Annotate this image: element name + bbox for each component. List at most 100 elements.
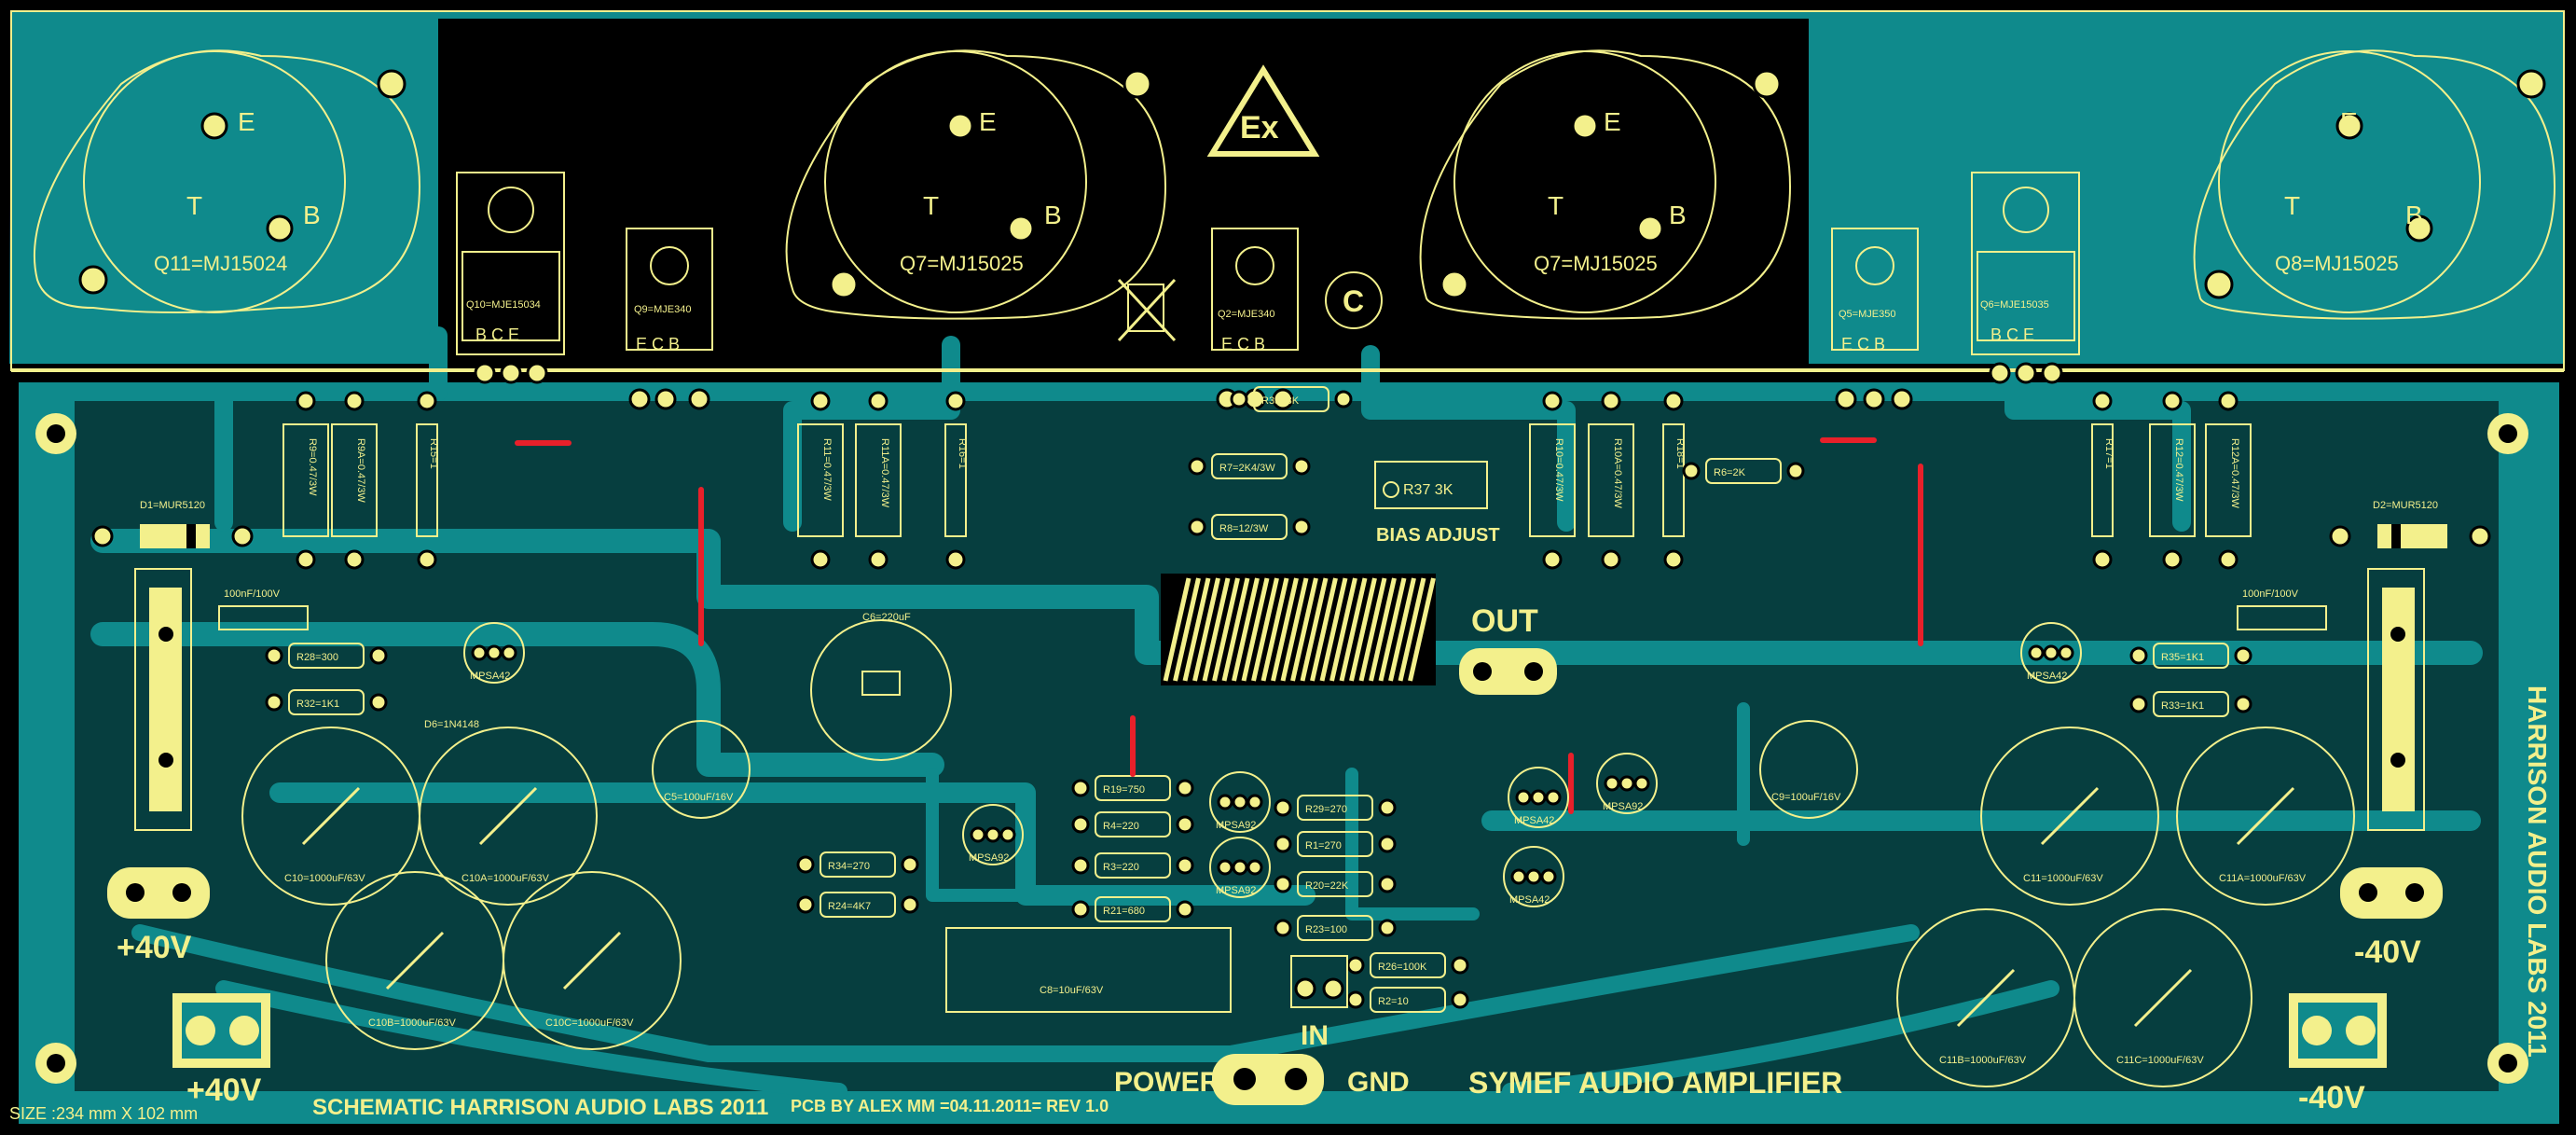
to220-q9-label: Q9=MJE340: [634, 304, 691, 315]
resistor-label: R34=270: [828, 861, 870, 872]
power-label: POWER: [1114, 1067, 1220, 1098]
to220-q5: Q5=MJE350 E C B: [1831, 228, 1919, 353]
pcb-credit: PCB BY ALEX MM =04.11.2011= REV 1.0: [791, 1097, 1109, 1115]
to3-q8-label: Q8=MJ15025: [2275, 252, 2399, 275]
rail-neg-upper: -40V: [2354, 934, 2421, 970]
to220-q2: Q2=MJE340 E C B: [1211, 228, 1299, 353]
film-cap-left: 100nF/100V: [218, 588, 309, 630]
to3-q7-b: B: [1669, 201, 1687, 229]
to92-label: MPSA92: [1216, 820, 1256, 831]
to220-q10-pins: B C E: [475, 325, 519, 344]
resistor-label: R21=680: [1103, 906, 1145, 917]
bias-trimmer[interactable]: [1374, 461, 1488, 509]
resistor-label: R35=1K1: [2161, 652, 2204, 663]
svg-text:Ex: Ex: [1240, 110, 1279, 145]
to3-q11-t: T: [186, 191, 202, 220]
cap-c8: C8=10uF/63V: [945, 927, 1232, 1013]
power-resistor-label: R9A=0.47/3W: [355, 438, 366, 503]
to92-label: MPSA42: [470, 671, 510, 682]
power-resistor-label: R11=0.47/3W: [821, 438, 833, 501]
jumpers: [515, 437, 1923, 814]
schematic-credit: SCHEMATIC HARRISON AUDIO LABS 2011: [312, 1095, 768, 1120]
to3-q12-e: E: [979, 107, 997, 136]
power-connector[interactable]: [1212, 1054, 1324, 1105]
resistor-label: R28=300: [296, 652, 338, 663]
resistor-label: R32=1K1: [296, 699, 339, 710]
rail-neg-lower: -40V: [2298, 1080, 2365, 1115]
to3-q7: E T B: [1419, 49, 1792, 320]
svg-text:C9=100uF/16V: C9=100uF/16V: [1771, 792, 1841, 803]
rail-pos-lower: +40V: [186, 1073, 262, 1108]
d6-label: D6=1N4148: [424, 719, 479, 730]
power-resistor-label: R9=0.47/3W: [307, 438, 318, 496]
terminal-block-left[interactable]: [172, 993, 270, 1068]
output-inductor: [1161, 574, 1436, 685]
to3-q12-b: B: [1044, 201, 1062, 229]
power-resistor-label: R18=1: [1674, 438, 1686, 469]
signal-resistors: R39=3KR7=2K4/3WR8=12/3WR6=2KR28=300R32=1…: [265, 386, 2252, 1013]
rail-pad-pos[interactable]: [107, 867, 210, 919]
to3-q11: E T B Q11=MJ15024: [34, 49, 421, 313]
to3-q12-t: T: [923, 191, 939, 220]
in-label: IN: [1301, 1020, 1329, 1051]
power-resistor-label: R12=0.47/3W: [2173, 438, 2184, 502]
diode-d2: D2=MUR5120: [2329, 500, 2491, 548]
mounting-holes: [35, 413, 2528, 1084]
to220-q5-label: Q5=MJE350: [1839, 309, 1895, 320]
rail-pad-neg[interactable]: [2340, 867, 2443, 919]
to3-q12: E T B Q7=MJ15025: [785, 49, 1167, 320]
board-title: SYMEF AUDIO AMPLIFIER: [1468, 1066, 1842, 1100]
to220-q9-pins: E C B: [636, 335, 680, 353]
to220-q6-label: Q6=MJE15035: [1980, 299, 2049, 311]
to3-q11-e: E: [238, 107, 255, 136]
resistor-label: R39=3K: [1261, 395, 1300, 407]
resistor-label: R33=1K1: [2161, 700, 2204, 712]
to92-label: MPSA92: [969, 852, 1009, 864]
to3-q7-e: E: [1604, 107, 1621, 136]
bulk-cap-label: C10B=1000uF/63V: [368, 1017, 457, 1029]
gnd-label: GND: [1347, 1067, 1410, 1098]
to3-q8: E T B Q8=MJ15025: [2193, 49, 2556, 320]
to220-q2-label: Q2=MJE340: [1218, 309, 1274, 320]
to3-q8-e: E: [2340, 107, 2358, 136]
to92-label: MPSA92: [1216, 885, 1256, 896]
power-resistor-label: R10A=0.47/3W: [1612, 438, 1623, 509]
input-connector[interactable]: [1290, 955, 1348, 1008]
r37-label: R37 3K: [1403, 482, 1453, 498]
to92-label: MPSA42: [2027, 671, 2067, 682]
fuse-right: FUSE6A: [2367, 568, 2425, 831]
svg-text:C: C: [1343, 284, 1364, 318]
resistor-label: R24=4K7: [828, 901, 871, 912]
diode-d1: D1=MUR5120: [91, 500, 254, 548]
to220-q10-label: Q10=MJE15034: [466, 299, 541, 311]
resistor-label: R1=270: [1305, 840, 1342, 851]
out-terminal[interactable]: [1459, 648, 1557, 695]
to3-q7-label: Q7=MJ15025: [1534, 252, 1658, 275]
power-resistor-label: R17=1: [2103, 438, 2115, 469]
resistor-label: R29=270: [1305, 804, 1347, 815]
fuse-left: FUSE6A: [134, 568, 192, 831]
ex-logo: Ex: [1206, 64, 1320, 157]
to220-q9: Q9=MJE340 E C B: [626, 228, 713, 353]
resistor-label: R26=100K: [1378, 962, 1427, 973]
to220-q6-pins: B C E: [1991, 325, 2034, 344]
svg-text:C6=220uF: C6=220uF: [862, 612, 911, 623]
to220-q5-pins: E C B: [1841, 335, 1885, 353]
resistor-label: R6=2K: [1714, 467, 1746, 478]
bulk-cap-label: C11A=1000uF/63V: [2219, 873, 2307, 884]
film-cap-right: 100nF/100V: [2237, 588, 2327, 630]
to92-label: MPSA92: [1603, 801, 1643, 812]
to220-q2-pins: E C B: [1221, 335, 1265, 353]
bulk-cap-label: C11=1000uF/63V: [2023, 873, 2103, 884]
svg-text:100nF/100V: 100nF/100V: [2242, 588, 2299, 600]
resistor-label: R2=10: [1378, 996, 1409, 1007]
svg-text:C5=100uF/16V: C5=100uF/16V: [664, 792, 734, 803]
svg-text:FUSE6A: FUSE6A: [148, 657, 163, 709]
out-label: OUT: [1471, 603, 1538, 639]
terminal-block-right[interactable]: [2289, 993, 2387, 1068]
svg-text:100nF/100V: 100nF/100V: [224, 588, 281, 600]
svg-text:FUSE6A: FUSE6A: [2380, 657, 2395, 709]
to220-q6: Q6=MJE15035 B C E: [1971, 172, 2080, 355]
